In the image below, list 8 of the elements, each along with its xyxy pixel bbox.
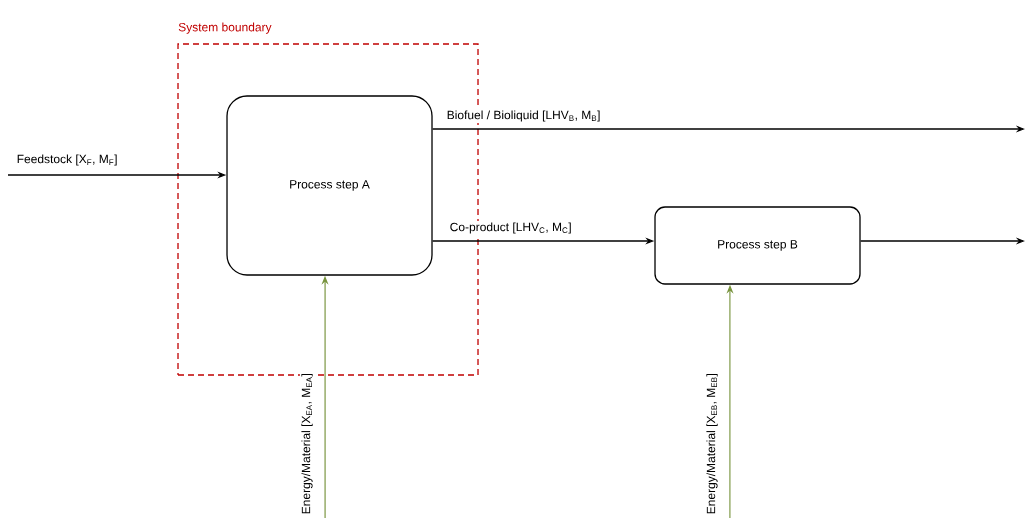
process-box: Process step A xyxy=(226,95,433,276)
process-box: Process step B xyxy=(654,206,861,285)
edge-label: Co-product [LHV$_{C}$, M$_{C}$] xyxy=(448,220,574,236)
edge-label: Biofuel / Bioliquid [LHV$_{B}$, M$_{B}$] xyxy=(445,108,602,124)
edge-label: Feedstock [X$_{F}$, M$_{F}$] xyxy=(15,152,119,168)
edge-label: Energy/Material [X$_{EA}$, M$_{EA}$] xyxy=(299,371,315,516)
node-label: System boundary xyxy=(178,22,272,34)
edge-label: Energy/Material [X$_{EB}$, M$_{EB}$] xyxy=(704,371,720,516)
